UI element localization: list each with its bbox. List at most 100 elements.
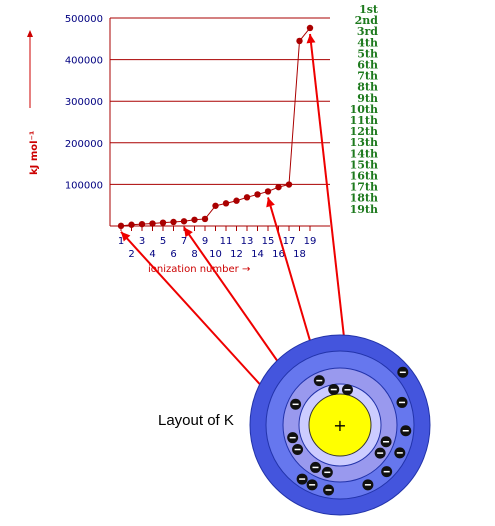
data-point <box>149 220 156 227</box>
data-point <box>201 215 209 223</box>
y-tick-label: 300000 <box>65 97 103 108</box>
pointer-arrow <box>309 33 347 356</box>
data-point <box>233 197 240 204</box>
x-tick-label: 2 <box>128 249 134 260</box>
x-tick-label: 8 <box>191 249 197 260</box>
layout-label: Layout of K <box>158 412 234 429</box>
legend-item: 14th <box>350 147 378 160</box>
electron <box>328 384 340 396</box>
data-point <box>170 218 177 226</box>
data-point <box>306 24 314 32</box>
x-tick-label: 1 <box>118 236 124 247</box>
data-point <box>128 221 135 228</box>
pointer-arrow <box>183 226 291 380</box>
electron <box>290 398 302 410</box>
y-tick-label: 100000 <box>65 180 103 191</box>
legend: 1st2nd3rd4th5th6th7th8th9th10th11th12th1… <box>350 3 379 216</box>
data-point <box>138 220 146 228</box>
legend-item: 10th <box>350 103 378 116</box>
electron <box>380 436 392 448</box>
y-tick-labels: 100000 200000 300000 400000 500000 <box>65 14 103 191</box>
data-points <box>117 24 314 230</box>
x-tick-label: 17 <box>283 236 296 247</box>
electrons <box>287 366 412 496</box>
shell-to-point-arrows <box>120 33 347 392</box>
data-point <box>180 218 188 225</box>
data-point <box>212 202 219 209</box>
electron <box>394 447 406 459</box>
x-tick-label: 13 <box>241 236 254 247</box>
y-tick-label: 500000 <box>65 14 103 25</box>
pointer-arrow <box>267 197 319 369</box>
data-point <box>191 216 198 223</box>
x-tick-label: 16 <box>272 249 285 260</box>
electron <box>306 479 318 491</box>
pointer-arrowhead <box>121 231 131 242</box>
electron <box>362 479 374 491</box>
pointer-arrowhead <box>266 197 275 208</box>
legend-item: 2nd <box>355 14 379 27</box>
x-tick-label: 9 <box>202 236 208 247</box>
legend-item: 4th <box>357 36 378 49</box>
data-point <box>275 183 282 191</box>
legend-item: 7th <box>357 70 378 83</box>
legend-item: 15th <box>350 158 378 171</box>
electron <box>287 432 299 444</box>
y-axis-label-group: kJ mol⁻¹ <box>29 131 40 175</box>
atom-diagram: + <box>249 334 431 516</box>
x-axis-label: ionization number <box>148 264 240 275</box>
data-point <box>254 191 261 198</box>
data-point <box>243 194 251 201</box>
legend-item: 1st <box>359 3 379 16</box>
electron <box>321 466 333 478</box>
y-axis-arrow <box>27 30 33 108</box>
electron <box>292 444 304 455</box>
grid-lines <box>110 17 330 185</box>
legend-item: 17th <box>350 181 378 194</box>
legend-item: 11th <box>350 114 378 127</box>
data-point <box>159 219 167 226</box>
legend-item: 5th <box>357 47 378 60</box>
electron <box>397 366 409 378</box>
x-tick-label: 10 <box>209 249 222 260</box>
legend-item: 16th <box>350 170 378 183</box>
series-line <box>120 27 311 227</box>
nucleus-symbol: + <box>333 416 346 435</box>
x-tick-label: 14 <box>251 249 264 260</box>
electron <box>374 447 386 459</box>
x-tick-label: 15 <box>262 236 275 247</box>
x-tick-label: 4 <box>149 249 155 260</box>
legend-item: 18th <box>350 192 378 205</box>
x-tick-label: 11 <box>220 236 233 247</box>
electron <box>310 461 321 473</box>
electron <box>381 466 393 478</box>
x-tick-label: 12 <box>230 249 243 260</box>
x-tick-label: 6 <box>170 249 176 260</box>
data-point <box>117 222 125 230</box>
nucleus <box>308 393 372 457</box>
pointer-arrowhead <box>306 33 316 44</box>
legend-item: 9th <box>357 92 378 105</box>
electron <box>323 484 335 496</box>
legend-item: 3rd <box>357 25 378 38</box>
y-tick-label: 400000 <box>65 56 103 67</box>
y-tick-label: 200000 <box>65 139 103 150</box>
x-tick-label: 3 <box>139 236 145 247</box>
x-tick-label: 5 <box>160 236 166 247</box>
legend-item: 13th <box>350 136 378 149</box>
x-axis-arrow: → <box>242 264 250 275</box>
electron <box>400 425 412 437</box>
data-point <box>264 188 272 195</box>
data-point <box>285 181 293 188</box>
data-point <box>222 200 230 207</box>
pointer-arrow <box>120 231 267 392</box>
x-tick-label: 18 <box>293 249 306 260</box>
x-tick-label: 19 <box>304 236 317 247</box>
electron <box>296 473 308 485</box>
legend-item: 8th <box>357 81 378 94</box>
pointer-arrowhead <box>184 227 193 238</box>
legend-item: 19th <box>350 203 378 216</box>
